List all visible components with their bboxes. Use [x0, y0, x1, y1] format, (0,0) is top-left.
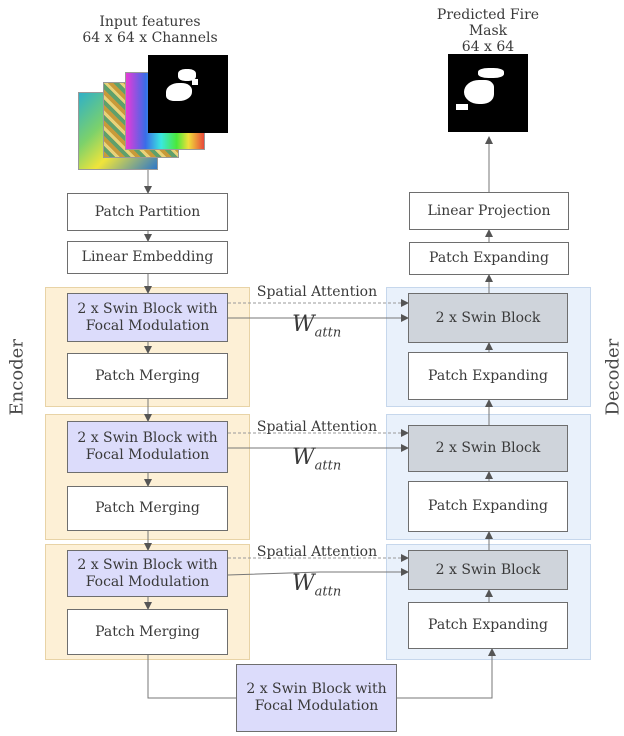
decoder-swin-block-2: 2 x Swin Block — [408, 425, 568, 472]
encoder-patch-merging-1: Patch Merging — [67, 353, 228, 399]
decoder-patch-expanding-3: Patch Expanding — [408, 602, 568, 649]
spatial-attention-label-2: Spatial Attention — [256, 419, 378, 435]
decoder-top-patch-expanding: Patch Expanding — [409, 242, 569, 275]
encoder-patch-merging-3: Patch Merging — [67, 609, 228, 655]
predicted-fire-mask — [448, 54, 528, 132]
input-feature-stack — [78, 55, 228, 170]
decoder-patch-expanding-1: Patch Expanding — [408, 352, 568, 400]
encoder-patch-merging-2: Patch Merging — [67, 486, 228, 531]
spatial-attention-label-3: Spatial Attention — [256, 544, 378, 560]
encoder-swin-block-3: 2 x Swin Block with Focal Modulation — [67, 550, 228, 597]
linear-projection-box: Linear Projection — [409, 192, 569, 230]
attention-weight-label-3: Wattn — [292, 571, 342, 600]
encoder-swin-block-2: 2 x Swin Block with Focal Modulation — [67, 421, 228, 473]
input-features-title: Input features 64 x 64 x Channels — [82, 14, 218, 46]
decoder-swin-block-1: 2 x Swin Block — [408, 293, 568, 343]
attention-weight-label-2: Wattn — [292, 445, 342, 474]
output-title: Predicted Fire Mask 64 x 64 — [436, 7, 540, 55]
patch-partition-box: Patch Partition — [67, 193, 228, 231]
input-fire-mask — [148, 55, 228, 133]
linear-embedding-box: Linear Embedding — [67, 241, 228, 274]
encoder-label: Encoder — [6, 339, 28, 416]
attention-weight-label-1: Wattn — [292, 312, 342, 341]
spatial-attention-label-1: Spatial Attention — [256, 284, 378, 300]
bottleneck-swin-block: 2 x Swin Block with Focal Modulation — [236, 664, 397, 732]
encoder-swin-block-1: 2 x Swin Block with Focal Modulation — [67, 293, 228, 342]
decoder-swin-block-3: 2 x Swin Block — [408, 550, 568, 590]
decoder-patch-expanding-2: Patch Expanding — [408, 481, 568, 532]
decoder-label: Decoder — [602, 338, 624, 416]
